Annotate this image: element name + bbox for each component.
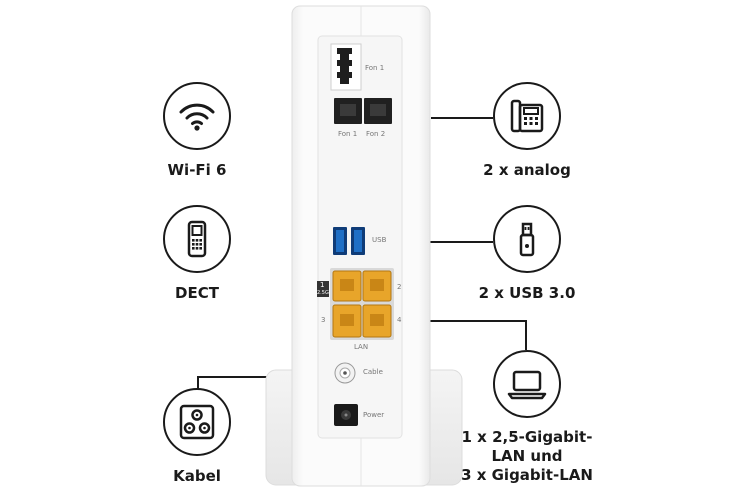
wifi-icon-circle <box>163 82 231 150</box>
label-lan: LAN <box>354 343 369 351</box>
label-fon1: Fon 1 <box>338 130 358 138</box>
feature-kabel-label: Kabel <box>173 467 221 485</box>
feature-usb-label: 2 x USB 3.0 <box>478 284 576 302</box>
kabel-icon-circle <box>163 388 231 456</box>
connector-line-lan-drop <box>525 320 527 350</box>
analog-icon-circle <box>493 82 561 150</box>
connector-line-analog <box>431 117 493 119</box>
lan-icon-circle <box>493 350 561 418</box>
label-fon2: Fon 2 <box>366 130 386 138</box>
laptop-icon <box>507 370 547 400</box>
label-port4: 4 <box>397 316 402 324</box>
usb-stick-icon <box>519 222 535 257</box>
lan-port-4 <box>362 304 392 338</box>
feature-lan: 1 x 2,5-Gigabit- LAN und 3 x Gigabit-LAN <box>461 350 593 485</box>
connector-line-kabel-drop <box>197 376 199 396</box>
feature-wifi-label: Wi-Fi 6 <box>167 161 227 179</box>
port1-badge-bg <box>317 281 329 297</box>
feature-lan-label-line1: 1 x 2,5-Gigabit- <box>461 428 593 446</box>
label-cable: Cable <box>363 368 383 376</box>
feature-lan-label: 1 x 2,5-Gigabit- LAN und 3 x Gigabit-LAN <box>461 428 593 485</box>
feature-wifi: Wi-Fi 6 <box>147 82 247 180</box>
feature-analog-label: 2 x analog <box>483 161 571 179</box>
connector-line-kabel <box>197 376 277 378</box>
feature-lan-label-line3: 3 x Gigabit-LAN <box>461 466 593 484</box>
label-port1-badge: 2.5G <box>317 290 329 296</box>
label-port3: 3 <box>321 316 326 324</box>
feature-analog: 2 x analog <box>467 82 587 180</box>
connector-line-usb <box>426 241 493 243</box>
usb-icon-circle <box>493 205 561 273</box>
label-port1: 1 <box>320 281 325 289</box>
feature-dect-label: DECT <box>175 284 219 302</box>
label-port2: 2 <box>397 283 402 291</box>
lan-port-1 <box>332 270 362 302</box>
label-fon1-top: Fon 1 <box>365 64 385 72</box>
lan-port-3 <box>332 304 362 338</box>
wifi-icon <box>179 103 215 131</box>
connector-line-lan <box>426 320 526 322</box>
cordless-phone-icon <box>187 220 207 258</box>
desk-phone-icon <box>510 99 544 133</box>
label-usb: USB <box>372 236 387 244</box>
feature-dect: DECT <box>147 205 247 303</box>
feature-lan-label-line2: LAN und <box>491 447 563 465</box>
coax-socket-icon <box>179 404 215 440</box>
lan-port-2 <box>362 270 392 302</box>
dect-icon-circle <box>163 205 231 273</box>
feature-kabel: Kabel <box>147 388 247 486</box>
feature-usb: 2 x USB 3.0 <box>467 205 587 303</box>
label-power: Power <box>363 411 385 419</box>
